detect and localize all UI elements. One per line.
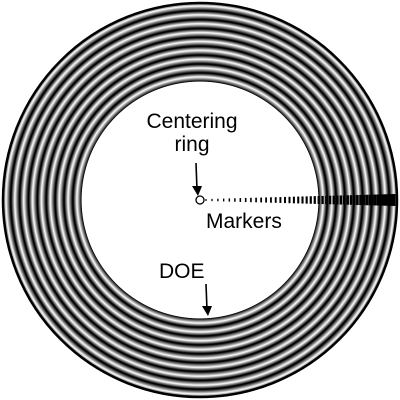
marker-tick: [309, 196, 312, 204]
marker-tick: [368, 194, 371, 206]
marker-tick: [274, 197, 277, 203]
marker-tick: [284, 196, 286, 204]
marker-tick: [336, 195, 339, 205]
marker-tick: [352, 195, 356, 205]
markers-tick-scale: [205, 194, 396, 206]
marker-tick: [239, 198, 242, 202]
marker-tick: [222, 198, 225, 202]
marker-tick: [346, 195, 349, 205]
marker-tick: [288, 196, 291, 204]
marker-tick: [376, 194, 380, 206]
marker-tick: [234, 198, 236, 202]
centering-label-line-2: ring: [174, 133, 210, 156]
marker-tick: [332, 195, 335, 205]
marker-tick: [379, 194, 383, 206]
marker-tick: [265, 197, 267, 203]
marker-tick: [313, 196, 316, 204]
doe-arrow-head: [202, 306, 212, 316]
marker-tick: [365, 194, 368, 206]
marker-tick: [317, 196, 320, 204]
marker-tick: [321, 195, 324, 205]
centering-arrow-head: [192, 186, 202, 196]
marker-tick: [359, 194, 362, 206]
marker-tick: [349, 195, 353, 205]
marker-tick: [211, 198, 213, 202]
marker-tick: [382, 194, 385, 206]
marker-tick: [305, 196, 308, 204]
marker-tick: [387, 194, 391, 206]
marker-tick: [217, 198, 219, 202]
doe-arrow-shaft: [205, 283, 208, 311]
centering-ring-label: Centering ring: [120, 110, 264, 156]
marker-tick: [260, 197, 262, 203]
marker-tick: [250, 197, 252, 203]
marker-tick: [356, 195, 359, 205]
marker-tick: [328, 195, 332, 205]
marker-tick: [343, 195, 346, 205]
markers-label: Markers: [206, 210, 282, 233]
marker-tick: [339, 195, 343, 205]
marker-tick: [392, 194, 396, 206]
marker-tick: [371, 194, 374, 206]
marker-tick: [297, 196, 300, 204]
marker-tick: [244, 197, 247, 203]
marker-tick: [362, 194, 365, 206]
marker-tick: [384, 194, 388, 206]
marker-tick: [255, 197, 257, 203]
marker-tick: [228, 198, 231, 202]
marker-tick: [389, 194, 393, 206]
centering-label-line-1: Centering: [146, 110, 238, 133]
marker-tick: [270, 197, 272, 203]
marker-tick: [373, 194, 377, 206]
centering-ring: [195, 195, 205, 205]
marker-tick: [292, 196, 295, 204]
marker-tick: [301, 196, 304, 204]
doe-label: DOE: [159, 260, 205, 283]
marker-tick: [205, 199, 207, 201]
centering-arrow-shaft: [195, 162, 198, 191]
marker-tick: [325, 195, 328, 205]
marker-tick: [279, 197, 282, 203]
